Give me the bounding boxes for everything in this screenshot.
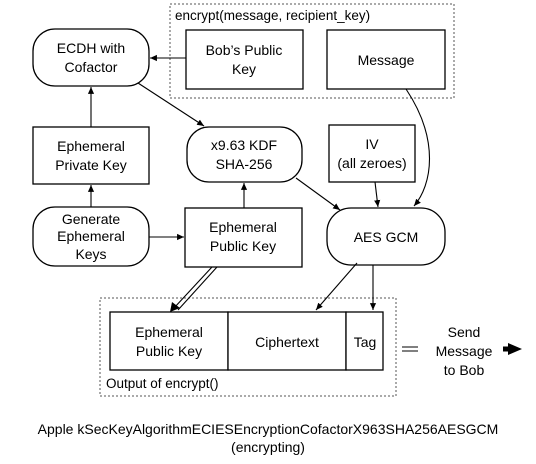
edge-iv-to-aes xyxy=(374,181,381,208)
generate-keys-label-line1: Generate xyxy=(62,211,121,227)
caption-line1: Apple kSecKeyAlgorithmECIESEncryptionCof… xyxy=(38,421,499,437)
bob-public-key-node: Bob’s Public Key xyxy=(185,29,304,90)
bob-public-key-label-line1: Bob’s Public xyxy=(206,42,283,58)
edges xyxy=(87,54,431,312)
edge-pubkey-to-output-b xyxy=(177,266,218,311)
encrypt-call-group: encrypt(message, recipient_key) xyxy=(169,3,455,99)
output-label: Output of encrypt() xyxy=(106,376,219,391)
ephemeral-public-key-label-line2: Public Key xyxy=(210,238,276,254)
generate-keys-node: Generate Ephemeral Keys xyxy=(32,206,150,267)
output-ephemeral-public-key-label-line1: Ephemeral xyxy=(135,324,203,340)
kdf-label-line1: x9.63 KDF xyxy=(211,137,277,153)
ephemeral-private-key-label-line1: Ephemeral xyxy=(57,138,125,154)
bob-public-key-label-line2: Key xyxy=(232,61,256,77)
output-group: Output of encrypt() xyxy=(99,297,397,397)
output-ephemeral-public-key-cell: Ephemeral Public Key xyxy=(109,311,229,371)
output-ciphertext-cell: Ciphertext xyxy=(227,311,347,371)
message-label: Message xyxy=(358,52,415,68)
generate-keys-label-line3: Keys xyxy=(75,246,106,262)
aes-gcm-label: AES GCM xyxy=(354,229,419,245)
output-ephemeral-public-key-label-line2: Public Key xyxy=(136,343,202,359)
ephemeral-public-key-node: Ephemeral Public Key xyxy=(184,207,303,268)
aes-gcm-node: AES GCM xyxy=(326,207,446,266)
kdf-node: x9.63 KDF SHA-256 xyxy=(186,126,303,183)
send-double-arrow xyxy=(402,343,522,355)
iv-node: IV (all zeroes) xyxy=(328,124,416,183)
encrypt-call-label: encrypt(message, recipient_key) xyxy=(175,8,370,23)
send-label-line1: Send xyxy=(448,324,481,340)
edge-kdf-to-aes xyxy=(295,177,341,211)
caption-line2: (encrypting) xyxy=(231,439,305,455)
ecdh-node: ECDH with Cofactor xyxy=(32,28,150,87)
send-label-line3: to Bob xyxy=(444,362,485,378)
iv-label-line2: (all zeroes) xyxy=(337,155,406,171)
iv-label-line1: IV xyxy=(365,136,379,152)
generate-keys-label-line2: Ephemeral xyxy=(57,228,125,244)
send-message-text: Send Message to Bob xyxy=(436,324,493,378)
message-node: Message xyxy=(326,29,446,90)
send-label-line2: Message xyxy=(436,343,493,359)
ephemeral-private-key-node: Ephemeral Private Key xyxy=(32,126,150,185)
ecdh-label-line2: Cofactor xyxy=(65,59,118,75)
diagram-caption: Apple kSecKeyAlgorithmECIESEncryptionCof… xyxy=(38,421,499,455)
kdf-label-line2: SHA-256 xyxy=(216,156,273,172)
ephemeral-public-key-label-line1: Ephemeral xyxy=(209,219,277,235)
output-tag-label: Tag xyxy=(354,334,377,350)
ecdh-label-line1: ECDH with xyxy=(57,40,125,56)
edge-ecdh-to-kdf xyxy=(137,82,205,127)
output-tag-cell: Tag xyxy=(345,311,384,371)
edge-aes-to-ciphertext xyxy=(315,262,358,311)
ephemeral-private-key-label-line2: Private Key xyxy=(55,157,127,173)
edge-message-to-aes xyxy=(405,88,431,207)
edge-pubkey-to-output-a xyxy=(173,266,213,309)
output-ciphertext-label: Ciphertext xyxy=(255,334,319,350)
